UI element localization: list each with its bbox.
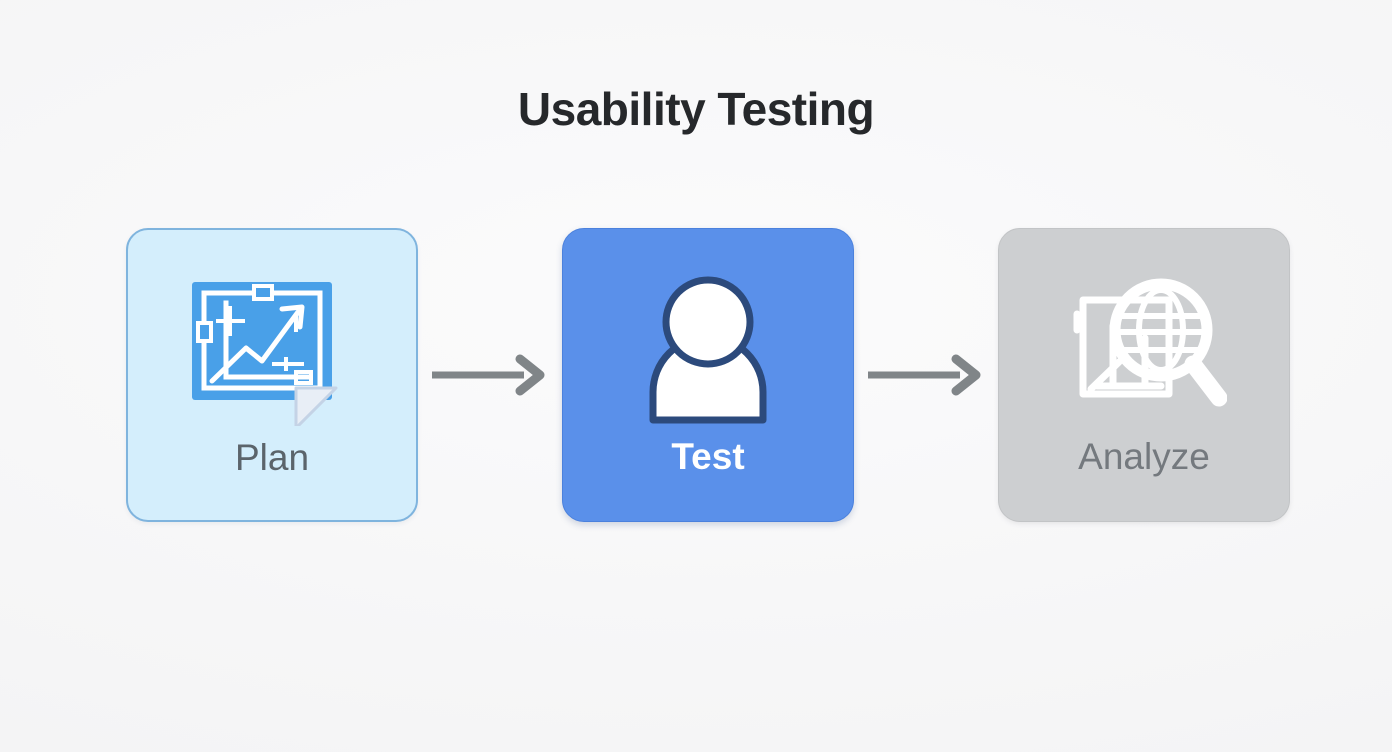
arrow-right-icon <box>432 354 548 396</box>
blueprint-chart-icon <box>182 268 362 433</box>
arrow-right-icon <box>868 354 984 396</box>
magnifier-globe-blueprint-icon <box>1054 267 1234 432</box>
flow-step-test[interactable]: Test <box>562 228 854 522</box>
process-flow: Plan Test <box>126 228 1290 522</box>
flow-step-label-plan: Plan <box>234 437 310 478</box>
flow-step-plan[interactable]: Plan <box>126 228 418 522</box>
connector-test-to-analyze <box>854 228 998 522</box>
connector-plan-to-test <box>418 228 562 522</box>
flow-step-label-test: Test <box>671 436 745 477</box>
flow-step-analyze[interactable]: Analyze <box>998 228 1290 522</box>
user-person-icon <box>618 267 798 432</box>
page-title: Usability Testing <box>517 83 875 135</box>
flow-step-label-analyze: Analyze <box>1078 436 1210 477</box>
